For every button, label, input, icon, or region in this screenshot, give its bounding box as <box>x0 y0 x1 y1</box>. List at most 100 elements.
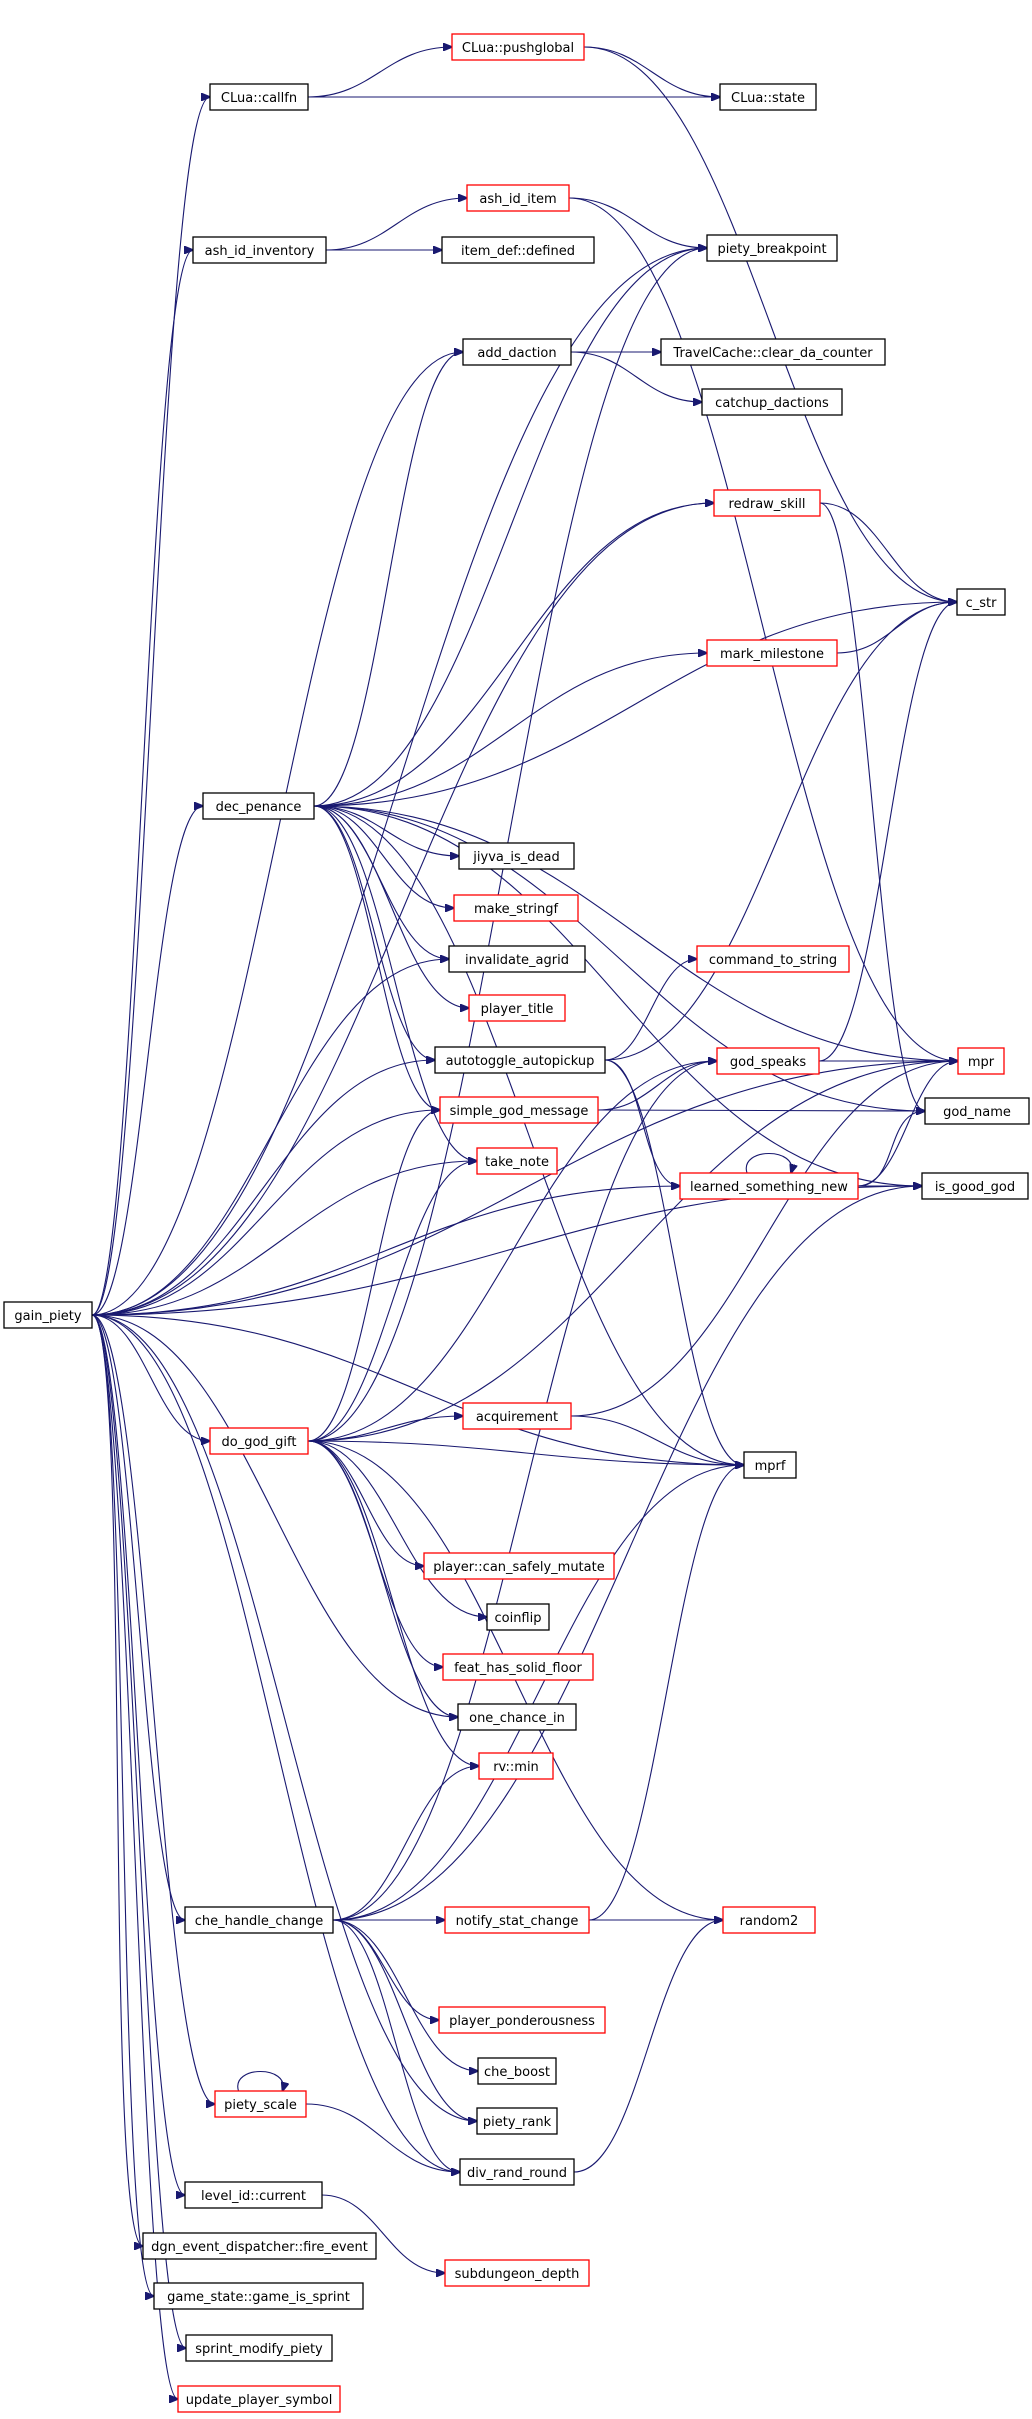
node-box[interactable] <box>924 1097 1030 1125</box>
node-box[interactable] <box>177 2385 341 2413</box>
node-jiyva-is-dead[interactable]: jiyva_is_dead <box>458 842 575 870</box>
node-che-boost[interactable]: che_boost <box>477 2057 557 2085</box>
node-c-str[interactable]: c_str <box>956 588 1006 616</box>
node-box[interactable] <box>459 2158 575 2186</box>
node-box[interactable] <box>184 2181 323 2209</box>
node-box[interactable] <box>451 33 585 61</box>
node-fire-event[interactable]: dgn_event_dispatcher::fire_event <box>142 2232 377 2260</box>
node-make-stringf[interactable]: make_stringf <box>453 894 579 922</box>
node-piety-scale[interactable]: piety_scale <box>214 2090 307 2118</box>
node-box[interactable] <box>462 1402 572 1430</box>
node-piety-breakpoint[interactable]: piety_breakpoint <box>706 234 838 262</box>
node-coinflip[interactable]: coinflip <box>486 1603 550 1631</box>
node-box[interactable] <box>477 2057 557 2085</box>
node-command-to-string[interactable]: command_to_string <box>696 945 850 973</box>
node-box[interactable] <box>434 1046 606 1074</box>
node-dec-penance[interactable]: dec_penance <box>202 792 315 820</box>
node-add-daction[interactable]: add_daction <box>462 338 572 366</box>
node-box[interactable] <box>438 2006 606 2034</box>
node-take-note[interactable]: take_note <box>476 1147 558 1175</box>
node-mpr[interactable]: mpr <box>957 1047 1005 1075</box>
node-box[interactable] <box>439 1096 599 1124</box>
node-clua-state[interactable]: CLua::state <box>719 83 817 111</box>
node-box[interactable] <box>706 639 838 667</box>
node-box[interactable] <box>209 1427 309 1455</box>
node-notify-stat-change[interactable]: notify_stat_change <box>444 1906 590 1934</box>
node-box[interactable] <box>214 2090 307 2118</box>
node-do-god-gift[interactable]: do_god_gift <box>209 1427 309 1455</box>
node-box[interactable] <box>3 1301 93 1329</box>
node-box[interactable] <box>956 588 1006 616</box>
node-god-speaks[interactable]: god_speaks <box>716 1047 820 1075</box>
node-player-title[interactable]: player_title <box>468 994 566 1022</box>
node-box[interactable] <box>660 338 886 366</box>
node-box[interactable] <box>209 83 309 111</box>
node-learned[interactable]: learned_something_new <box>679 1172 859 1200</box>
node-box[interactable] <box>442 1653 594 1681</box>
node-box[interactable] <box>462 338 572 366</box>
node-game-is-sprint[interactable]: game_state::game_is_sprint <box>153 2282 364 2310</box>
node-rv-min[interactable]: rv::min <box>478 1752 554 1780</box>
node-box[interactable] <box>142 2232 377 2260</box>
node-che-handle-change[interactable]: che_handle_change <box>184 1906 334 1934</box>
node-catchup-dactions[interactable]: catchup_dactions <box>701 388 843 416</box>
node-box[interactable] <box>478 1752 554 1780</box>
node-box[interactable] <box>458 842 575 870</box>
node-clua-callfn[interactable]: CLua::callfn <box>209 83 309 111</box>
node-box[interactable] <box>441 236 595 264</box>
node-level-id-current[interactable]: level_id::current <box>184 2181 323 2209</box>
node-feat-solid[interactable]: feat_has_solid_floor <box>442 1653 594 1681</box>
node-box[interactable] <box>476 1147 558 1175</box>
node-box[interactable] <box>185 2334 333 2362</box>
node-is-good-god[interactable]: is_good_god <box>921 1172 1029 1200</box>
node-box[interactable] <box>444 1906 590 1934</box>
node-box[interactable] <box>701 388 843 416</box>
node-box[interactable] <box>153 2282 364 2310</box>
node-travelcache[interactable]: TravelCache::clear_da_counter <box>660 338 886 366</box>
node-box[interactable] <box>423 1552 615 1580</box>
node-invalidate-agrid[interactable]: invalidate_agrid <box>448 945 586 973</box>
node-item-def-defined[interactable]: item_def::defined <box>441 236 595 264</box>
node-ash-id-inventory[interactable]: ash_id_inventory <box>192 236 327 264</box>
node-sprint-modify-piety[interactable]: sprint_modify_piety <box>185 2334 333 2362</box>
node-div-rand-round[interactable]: div_rand_round <box>459 2158 575 2186</box>
node-autotoggle[interactable]: autotoggle_autopickup <box>434 1046 606 1074</box>
node-box[interactable] <box>679 1172 859 1200</box>
node-box[interactable] <box>722 1906 816 1934</box>
node-update-player-symbol[interactable]: update_player_symbol <box>177 2385 341 2413</box>
node-box[interactable] <box>706 234 838 262</box>
node-mark-milestone[interactable]: mark_milestone <box>706 639 838 667</box>
node-box[interactable] <box>444 2259 590 2287</box>
node-box[interactable] <box>476 2107 558 2135</box>
node-one-chance-in[interactable]: one_chance_in <box>457 1703 577 1731</box>
node-box[interactable] <box>453 894 579 922</box>
node-box[interactable] <box>184 1906 334 1934</box>
node-box[interactable] <box>957 1047 1005 1075</box>
node-god-name[interactable]: god_name <box>924 1097 1030 1125</box>
node-ponderousness[interactable]: player_ponderousness <box>438 2006 606 2034</box>
node-ash-id-item[interactable]: ash_id_item <box>466 184 570 212</box>
node-can-safely-mutate[interactable]: player::can_safely_mutate <box>423 1552 615 1580</box>
node-box[interactable] <box>466 184 570 212</box>
node-box[interactable] <box>716 1047 820 1075</box>
node-box[interactable] <box>719 83 817 111</box>
node-box[interactable] <box>468 994 566 1022</box>
node-box[interactable] <box>486 1603 550 1631</box>
node-simple-god-message[interactable]: simple_god_message <box>439 1096 599 1124</box>
node-mprf[interactable]: mprf <box>743 1451 797 1479</box>
node-box[interactable] <box>448 945 586 973</box>
node-box[interactable] <box>457 1703 577 1731</box>
node-box[interactable] <box>202 792 315 820</box>
node-random2[interactable]: random2 <box>722 1906 816 1934</box>
node-clua-pushglobal[interactable]: CLua::pushglobal <box>451 33 585 61</box>
node-box[interactable] <box>713 489 821 517</box>
node-acquirement[interactable]: acquirement <box>462 1402 572 1430</box>
node-redraw-skill[interactable]: redraw_skill <box>713 489 821 517</box>
node-box[interactable] <box>743 1451 797 1479</box>
node-box[interactable] <box>921 1172 1029 1200</box>
node-gain-piety[interactable]: gain_piety <box>3 1301 93 1329</box>
node-box[interactable] <box>696 945 850 973</box>
node-piety-rank[interactable]: piety_rank <box>476 2107 558 2135</box>
node-box[interactable] <box>192 236 327 264</box>
node-subdungeon-depth[interactable]: subdungeon_depth <box>444 2259 590 2287</box>
